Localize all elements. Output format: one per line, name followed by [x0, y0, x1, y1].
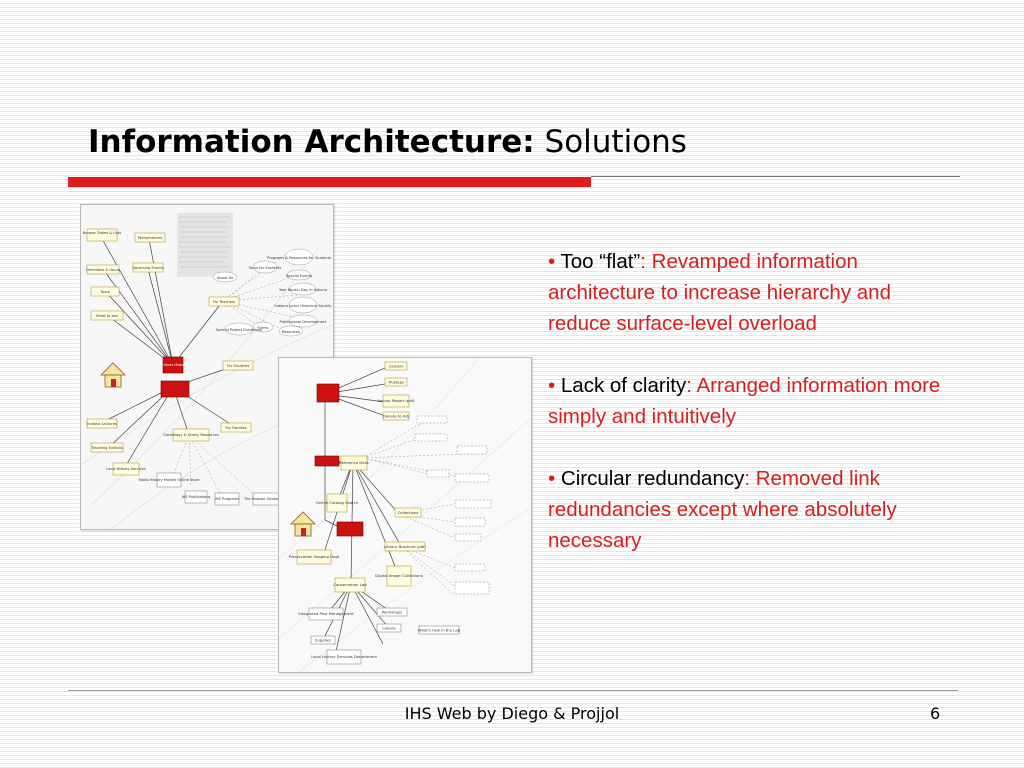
bullet-lead: Circular redundancy	[560, 467, 745, 490]
node-old-programs-ihs: IHS Programs	[215, 497, 239, 501]
node-old-events: Upcoming Events	[132, 266, 164, 270]
node-new-annual-report: Annual Report (pdf)	[377, 398, 415, 403]
sitemap-new-diagram: Careers Trustees Annual Report (pdf) Don…	[279, 358, 531, 672]
sitemap-new-image: Careers Trustees Annual Report (pdf) Don…	[278, 357, 532, 673]
node-new-conservation: Conservation Lab	[333, 582, 367, 587]
page-number: 6	[930, 704, 941, 723]
node-old-resources: Resources	[282, 330, 300, 334]
footer-text: IHS Web by Diego & Projjol	[404, 704, 620, 723]
node-old-tours: Tours	[99, 290, 110, 294]
slide-title-bold: Information Architecture:	[88, 124, 535, 160]
slide-title: Information Architecture: Solutions	[88, 124, 687, 160]
node-old-tours-students: Tours for Students	[248, 266, 282, 270]
node-old-local-history: Local History Services	[106, 467, 146, 471]
node-old-forms: Forms	[258, 326, 269, 330]
node-old-families: For Families	[225, 426, 246, 430]
bullet-item: • Circular redundancy: Removed link redu…	[548, 463, 948, 556]
node-old-prof-dev: Professional Development	[280, 320, 328, 324]
node-new-digital-image: Digital Image Collections	[375, 573, 422, 578]
node-old-yearbooks: Year Books: Day in Indiana	[279, 288, 327, 292]
bullet-lead: Lack of clarity	[560, 374, 687, 397]
node-new-library: Library	[382, 626, 396, 631]
node-old-about: About Us	[217, 276, 233, 280]
node-new-whats-new: What's new in the Lab	[418, 628, 461, 633]
node-new-lhs-dept: Local History Services Department	[311, 654, 377, 659]
node-old-guidelines: Special Project Guidelines	[216, 328, 263, 332]
node-new-imaging: Preservation Imaging Dept	[289, 554, 340, 559]
node-new-supplies: Supplies	[315, 638, 331, 643]
bullet-marker: •	[548, 250, 556, 273]
home-icon	[100, 362, 126, 388]
node-new-catalog: Online Catalog Search	[316, 500, 359, 505]
node-old-performances: Performances	[138, 236, 163, 240]
node-new-trustees: Trustees	[387, 380, 404, 385]
bullet-separator: :	[640, 250, 646, 273]
node-old-hoosier: The Hoosier Genealogist	[243, 497, 289, 501]
bullet-marker: •	[548, 467, 556, 490]
node-new-brochure: Library Brochure (pdf)	[384, 544, 426, 549]
node-new-careers: Careers	[389, 364, 404, 369]
bullet-text: Arranged information more simply and int…	[548, 374, 941, 428]
bullet-text: Removed link redundancies except where a…	[548, 467, 897, 552]
node-old-radio: Radio History Market Online Store	[139, 478, 201, 482]
bullet-item: • Too “flat”: Revamped information archi…	[548, 246, 948, 339]
node-old-teachers: For Teachers	[213, 300, 236, 304]
node-old-lectures: Indiana Lectures	[87, 422, 117, 426]
node-old-directions: Directions & Hours	[86, 268, 120, 272]
bullet-text: Revamped information architecture to inc…	[548, 250, 891, 335]
sitemap-old-diagram: Browse Tables & Lists Performances Upcom…	[81, 213, 333, 529]
slide-title-regular: Solutions	[534, 124, 687, 160]
node-new-donate: Donate to IHS	[383, 414, 410, 419]
footer-divider	[68, 690, 958, 691]
home-icon	[290, 511, 316, 537]
node-new-collections: Collections	[398, 510, 419, 515]
node-old-what-to-see: What to see	[96, 314, 118, 318]
title-accent-bar	[68, 177, 591, 187]
title-underline	[591, 176, 960, 177]
node-old-traveling: Traveling Exhibits	[90, 446, 123, 450]
node-old-programs: Programs & Resources for Students	[267, 256, 331, 260]
node-old-browse: Browse Tables & Lists	[83, 231, 122, 235]
node-old-archives: Archives Historic	[158, 363, 188, 367]
node-old-junior-society: Indiana Junior Historical Society	[274, 304, 332, 308]
node-new-workshops: Workshops	[382, 610, 403, 615]
node-new-pest: Integrated Pest Management	[298, 611, 354, 616]
node-old-students: For Students	[227, 364, 250, 368]
bullet-separator: :	[744, 467, 751, 490]
node-old-publications: IHS Publications	[182, 495, 211, 499]
bullet-item: • Lack of clarity: Arranged information …	[548, 370, 948, 432]
bullet-list: • Too “flat”: Revamped information archi…	[548, 246, 948, 587]
node-new-reference-desk: Reference Desk	[339, 460, 370, 465]
node-old-genealogy: Genealogy & Family Resources	[163, 433, 219, 437]
bullet-separator: :	[686, 374, 692, 397]
bullet-lead: Too “flat”	[560, 250, 641, 273]
bullet-marker: •	[548, 374, 556, 397]
node-old-special-events: Special Events	[286, 274, 312, 278]
